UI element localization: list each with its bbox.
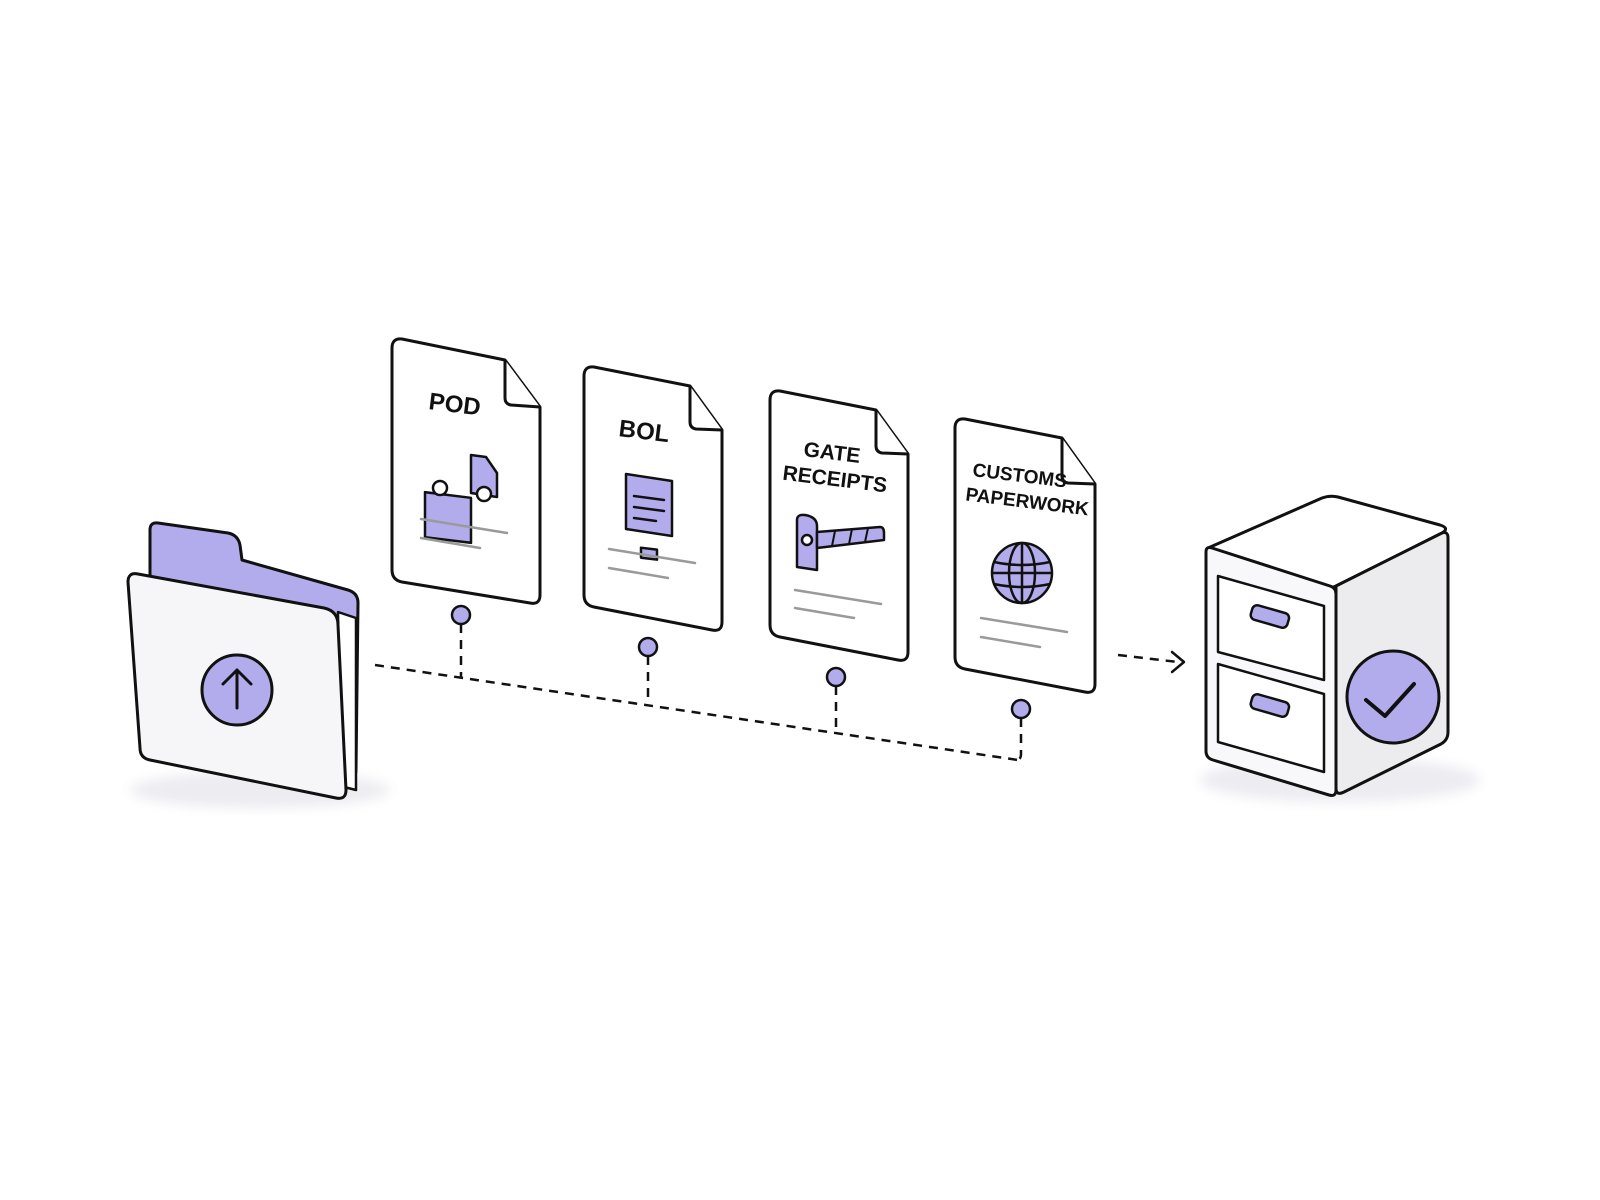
clipboard-icon [624, 472, 674, 561]
checkmark-icon [1345, 649, 1441, 745]
arrow-up-icon [200, 653, 274, 727]
filing-cabinet-icon [1200, 494, 1480, 802]
connector-pins [450, 604, 1032, 720]
document-text-lines [607, 547, 697, 580]
document-customs-paperwork: CUSTOMS PAPERWORK [953, 417, 1097, 694]
arrow-head-icon [1170, 650, 1186, 674]
document-text-lines [793, 588, 883, 620]
document-gate-receipts: GATE RECEIPTS [768, 389, 910, 662]
document-text-lines [419, 517, 509, 550]
globe-icon [990, 541, 1054, 605]
document-bol: BOL [582, 365, 724, 632]
flow-connectors [374, 624, 1179, 762]
document-pod: POD [390, 337, 542, 605]
folder-upload-icon [126, 521, 390, 808]
gate-barrier-icon [795, 513, 886, 572]
document-label: POD [427, 388, 482, 421]
document-text-lines [979, 616, 1069, 649]
delivery-truck-icon [423, 453, 499, 545]
document-label: BOL [617, 415, 671, 448]
